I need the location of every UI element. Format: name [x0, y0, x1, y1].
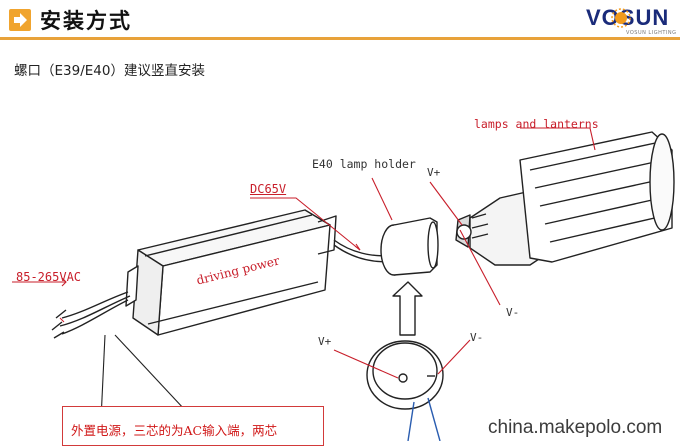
logo-tagline: VOSUN LIGHTING [626, 30, 677, 36]
header-bar: 安装方式 VOSUN VOSUN LIGHTING [0, 0, 680, 40]
power-note: 外置电源，三芯的为AC输入端，两芯 [62, 406, 324, 446]
vplus-top-label: V+ [427, 166, 441, 179]
page-title: 安装方式 [40, 9, 132, 33]
up-arrow [392, 281, 423, 336]
lamp-holder [380, 217, 439, 276]
vminus-circle-label: V- [470, 331, 484, 344]
vplus-circle-label: V+ [318, 335, 332, 348]
output-voltage-label: DC65V [250, 182, 287, 196]
vosun-logo: VOSUN VOSUN LIGHTING [586, 5, 678, 37]
lamp-label: lamps and lanterns [474, 117, 599, 131]
diagram-drawing [12, 127, 675, 441]
arrow-right-icon [9, 9, 31, 31]
lamp-body [455, 131, 675, 266]
subtitle: 螺口（E39/E40）建议竖直安装 [14, 63, 205, 79]
logo-text: VOSUN [586, 5, 670, 30]
holder-label: E40 lamp holder [312, 157, 416, 171]
sun-icon [611, 8, 631, 28]
holder-bottom-view [366, 340, 444, 410]
input-wire [61, 291, 129, 319]
vminus-right-label: V- [506, 306, 520, 319]
installation-diagram: 85-265VAC DC65V driving power E40 lamp h… [0, 88, 680, 441]
input-voltage-label: 85-265VAC [16, 270, 82, 284]
watermark: china.makepolo.com [488, 417, 663, 438]
